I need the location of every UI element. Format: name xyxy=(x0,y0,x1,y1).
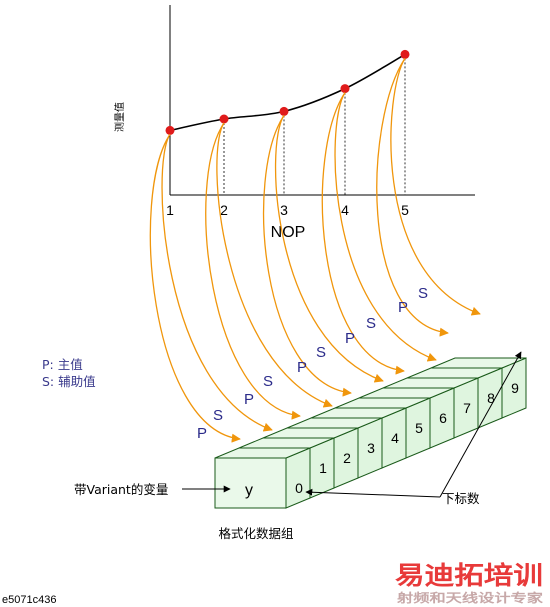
variable-cell-text: y xyxy=(245,482,253,499)
measurement-point xyxy=(340,84,350,94)
array-index-label: 6 xyxy=(439,410,447,426)
secondary-value-arrow xyxy=(390,58,481,316)
x-tick-label: 4 xyxy=(341,202,349,218)
x-tick-label: 1 xyxy=(166,202,174,218)
index-range-pointer xyxy=(439,351,522,498)
measurement-point xyxy=(279,106,289,116)
watermark: 易迪拓培训 射频和天线设计专家 xyxy=(395,561,544,605)
primary-marker: P xyxy=(197,425,207,442)
array-index-label: 8 xyxy=(487,390,495,406)
secondary-marker: S xyxy=(263,373,273,390)
array-index-label: 7 xyxy=(463,400,471,416)
x-axis-label: NOP xyxy=(271,224,306,241)
legend: P: 主值 S: 辅助值 xyxy=(42,357,96,389)
legend-primary: P: 主值 xyxy=(42,357,83,372)
measurement-graph: 测量值 1 2 3 4 5 NOP xyxy=(113,5,475,241)
annotations: 带Variant的变量 y 下标数 格式化数据组 e5071c436 xyxy=(2,351,522,606)
array-index-label: 1 xyxy=(319,460,327,476)
measurement-point xyxy=(219,114,229,124)
primary-marker: P xyxy=(345,330,355,347)
primary-value-arrow xyxy=(149,134,241,443)
index-label: 下标数 xyxy=(442,491,480,506)
secondary-marker: S xyxy=(316,344,326,361)
measurement-curve xyxy=(169,53,406,132)
array-index-label: 0 xyxy=(295,480,303,496)
measurement-point xyxy=(165,125,175,135)
secondary-value-arrow xyxy=(216,122,333,408)
primary-marker: P xyxy=(244,391,254,408)
array-index-label: 2 xyxy=(343,450,351,466)
watermark-tagline: 射频和天线设计专家 xyxy=(396,590,545,605)
array-index-label: 4 xyxy=(391,430,399,446)
secondary-marker: S xyxy=(213,407,223,424)
figure-code: e5071c436 xyxy=(2,594,56,606)
primary-marker: P xyxy=(297,359,307,376)
measurement-point xyxy=(400,49,410,59)
index-pointer xyxy=(305,488,441,498)
primary-value-arrow xyxy=(262,115,352,397)
primary-value-arrow xyxy=(205,122,301,420)
array-index-label: 9 xyxy=(511,380,519,396)
variable-cell xyxy=(214,457,287,509)
x-tick-label: 3 xyxy=(280,202,288,218)
primary-value-arrow xyxy=(376,58,449,337)
array-index-label: 3 xyxy=(367,440,375,456)
x-tick-label: 2 xyxy=(220,202,228,218)
secondary-value-arrow xyxy=(161,134,273,432)
secondary-value-arrow xyxy=(334,92,437,362)
secondary-marker: S xyxy=(366,315,376,332)
y-axis-label: 测量值 xyxy=(113,102,126,132)
legend-secondary: S: 辅助值 xyxy=(42,374,96,389)
array-index-label: 5 xyxy=(415,420,423,436)
x-tick-label: 5 xyxy=(401,202,409,218)
secondary-marker: S xyxy=(418,285,428,302)
array-title: 格式化数据组 xyxy=(218,526,293,541)
primary-marker: P xyxy=(398,299,408,316)
watermark-brand: 易迪拓培训 xyxy=(395,561,543,590)
variable-label: 带Variant的变量 xyxy=(74,482,168,497)
secondary-value-arrow xyxy=(274,115,384,383)
primary-value-arrow xyxy=(321,92,405,375)
